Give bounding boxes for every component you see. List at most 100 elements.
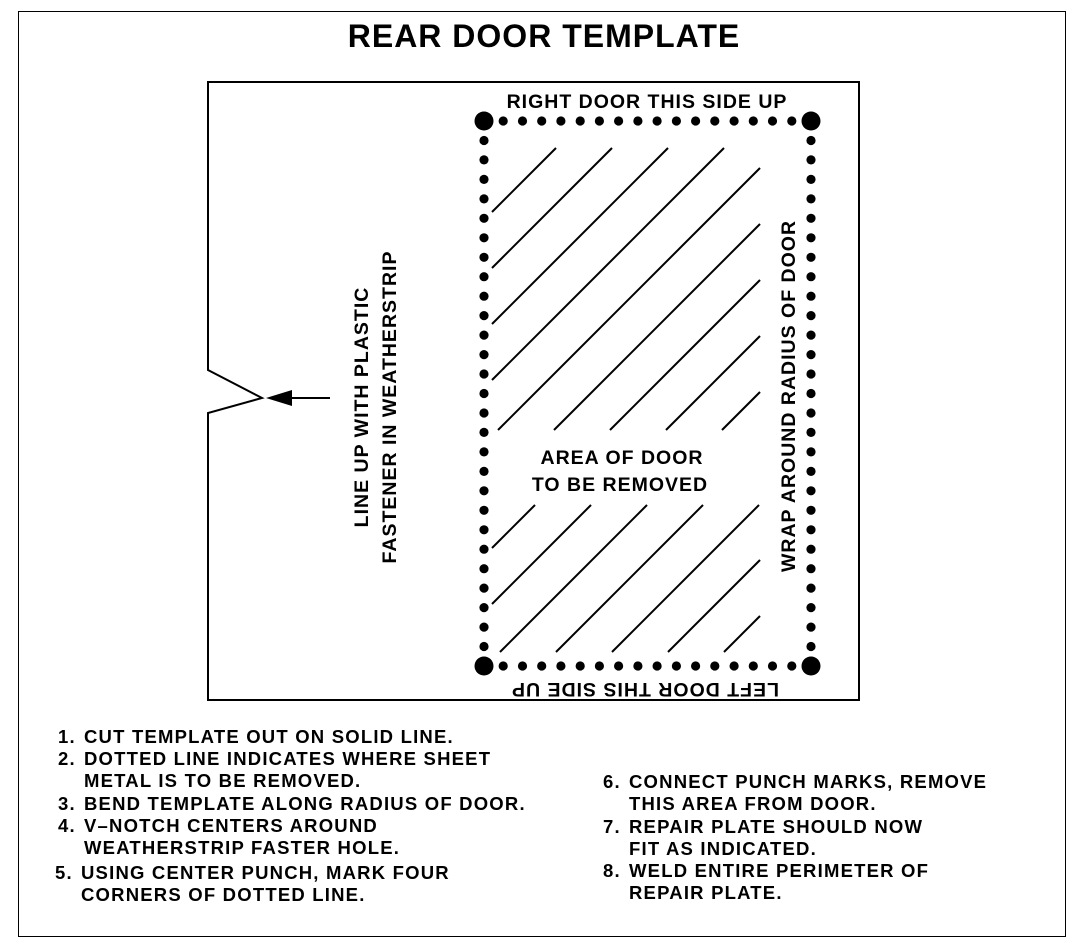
left-label-line-2: FASTENER IN WEATHERSTRIP — [379, 251, 401, 564]
cut-line-dot — [691, 661, 701, 671]
hatch-line — [491, 147, 725, 381]
hatch-line — [667, 559, 761, 653]
cut-line-dot — [671, 661, 682, 671]
cut-line-dot — [479, 272, 489, 282]
cut-line-dot — [633, 116, 643, 126]
hatch-line — [609, 279, 761, 431]
cut-line-dot — [614, 116, 624, 126]
cut-line-dot — [806, 330, 816, 340]
hatch-line — [491, 147, 613, 269]
cut-line-dot — [479, 544, 489, 554]
step-text-line: METAL IS TO BE REMOVED. — [84, 770, 362, 791]
step-number: 4. — [58, 815, 76, 836]
cut-line-dot — [806, 388, 816, 399]
cut-line-dot — [479, 525, 489, 535]
cut-line-dot — [479, 408, 489, 418]
diagram-title: REAR DOOR TEMPLATE — [347, 18, 741, 54]
cut-line-dot — [479, 155, 489, 165]
cut-line-dot — [806, 252, 816, 262]
step-number: 7. — [603, 816, 621, 837]
cut-line-dot — [652, 661, 662, 671]
step-text-line: CUT TEMPLATE OUT ON SOLID LINE. — [84, 726, 454, 747]
cut-line-dot — [517, 661, 528, 671]
bottom-side-label: LEFT DOOR THIS SIDE UP — [511, 678, 779, 700]
step-number: 3. — [58, 793, 76, 814]
cut-line-dot — [479, 135, 489, 146]
top-side-label: RIGHT DOOR THIS SIDE UP — [507, 91, 788, 113]
cut-line-dot — [806, 194, 816, 204]
cut-line-dot — [748, 116, 758, 126]
step-number: 2. — [58, 748, 76, 769]
cut-line-dot — [710, 661, 720, 671]
step-number: 6. — [603, 771, 621, 792]
hatch-line — [491, 504, 592, 605]
cut-line-dot — [479, 622, 489, 632]
step-text-line: REPAIR PLATE. — [629, 882, 783, 903]
step-text-line: CORNERS OF DOTTED LINE. — [81, 884, 366, 905]
right-side-label: WRAP AROUND RADIUS OF DOOR — [778, 220, 800, 572]
cut-line-dot — [806, 408, 816, 418]
cut-line-dot — [479, 252, 489, 262]
cut-line-dot — [517, 116, 528, 126]
template-outline — [207, 81, 860, 701]
cut-line-dot — [806, 213, 816, 223]
step-text-line: REPAIR PLATE SHOULD NOW — [629, 816, 924, 837]
cut-line-dot — [806, 641, 816, 652]
cut-line-dot — [575, 116, 585, 126]
cut-line-dot — [479, 369, 489, 379]
hatched-removal-area — [491, 147, 761, 653]
cut-line-dot — [806, 486, 816, 496]
cut-line-dot — [806, 135, 816, 146]
cut-line-dot — [479, 213, 489, 223]
cut-line-dot — [479, 174, 489, 184]
dotted-cut-line — [479, 116, 816, 671]
cut-line-dot — [479, 486, 489, 496]
step-text-line: WEATHERSTRIP FASTER HOLE. — [84, 837, 401, 858]
step-text-line: V–NOTCH CENTERS AROUND — [84, 815, 378, 836]
step-text-line: WELD ENTIRE PERIMETER OF — [629, 860, 930, 881]
cut-line-dot — [479, 350, 489, 360]
cut-line-dot — [537, 661, 547, 671]
cut-line-dot — [767, 116, 778, 126]
corner-punch-mark-top-right — [801, 111, 821, 131]
cut-line-dot — [652, 116, 662, 126]
step-text-line: THIS AREA FROM DOOR. — [629, 793, 877, 814]
cut-line-dot — [479, 291, 489, 301]
cut-line-dot — [806, 291, 816, 301]
cut-line-dot — [614, 661, 624, 671]
cut-line-dot — [575, 661, 585, 671]
cut-line-dot — [479, 641, 489, 652]
cut-line-dot — [806, 544, 816, 554]
step-number: 8. — [603, 860, 621, 881]
notch-arrow-head — [266, 390, 292, 406]
diagram-frame — [18, 11, 1066, 937]
hatch-line — [665, 335, 761, 431]
cut-line-dot — [748, 661, 758, 671]
cut-line-dot — [806, 350, 816, 360]
hatch-line — [491, 504, 536, 549]
hatch-line — [497, 167, 761, 431]
step-text-line: USING CENTER PUNCH, MARK FOUR — [81, 862, 450, 883]
cut-line-dot — [479, 466, 489, 476]
hatch-line — [491, 147, 557, 213]
corner-punch-mark-bottom-right — [801, 656, 821, 676]
cut-line-dot — [691, 116, 701, 126]
step-text-line: FIT AS INDICATED. — [629, 838, 817, 859]
hatch-line — [553, 223, 761, 431]
left-label-line-1: LINE UP WITH PLASTIC — [351, 287, 373, 528]
cut-line-dot — [806, 525, 816, 535]
cut-line-dot — [806, 583, 816, 593]
cut-line-dot — [479, 603, 489, 613]
center-label-line-1: AREA OF DOOR — [541, 447, 704, 469]
cut-line-dot — [479, 233, 489, 243]
cut-line-dot — [806, 505, 816, 515]
cut-line-dot — [729, 116, 739, 126]
cut-line-dot — [498, 116, 508, 126]
step-text-line: CONNECT PUNCH MARKS, REMOVE — [629, 771, 988, 792]
cut-line-dot — [806, 272, 816, 282]
cut-line-dot — [479, 564, 489, 574]
cut-line-dot — [479, 505, 489, 515]
cut-line-dot — [806, 564, 816, 574]
cut-line-dot — [594, 116, 605, 126]
